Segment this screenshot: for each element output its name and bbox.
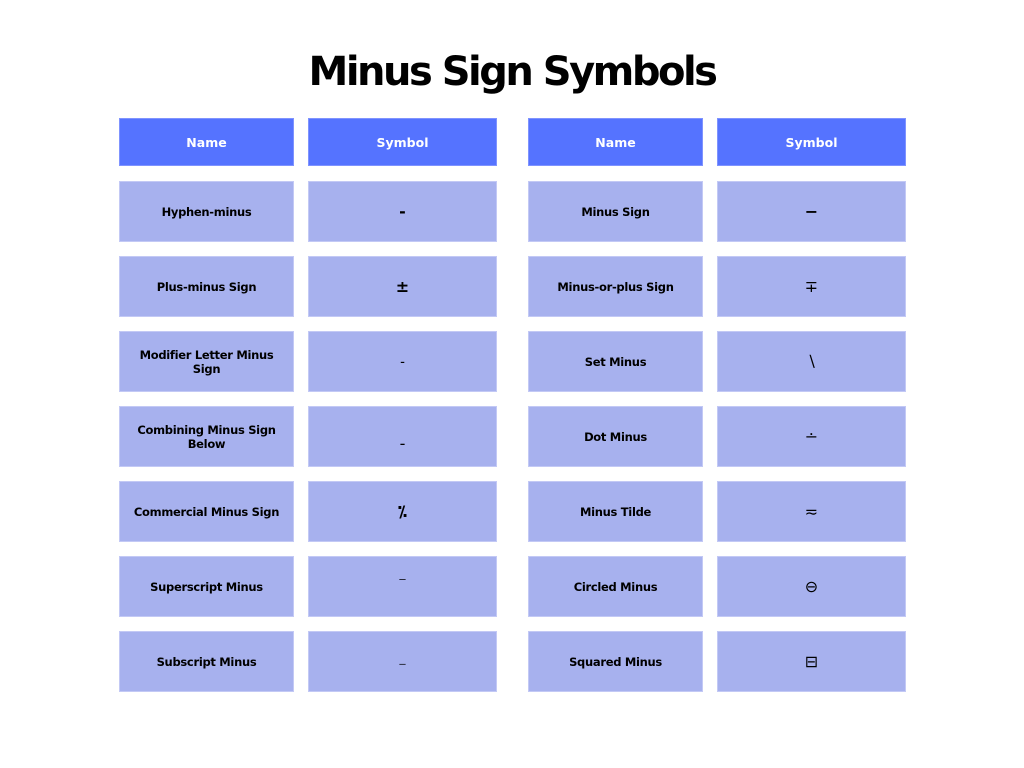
left-row-symbol: ˗	[308, 331, 497, 392]
right-row-name: Circled Minus	[528, 556, 703, 617]
right-row-name: Minus Sign	[528, 181, 703, 242]
left-row-name: Superscript Minus	[119, 556, 294, 617]
right-row-symbol: ∖	[717, 331, 906, 392]
left-row-name: Plus-minus Sign	[119, 256, 294, 317]
left-row-symbol: ⁒	[308, 481, 497, 542]
right-header-name: Name	[528, 118, 703, 166]
right-row-name: Minus Tilde	[528, 481, 703, 542]
left-row-symbol-text: ‑	[399, 434, 406, 453]
right-row-name: Minus-or-plus Sign	[528, 256, 703, 317]
right-row-symbol: ∓	[717, 256, 906, 317]
left-header-symbol: Symbol	[308, 118, 497, 166]
left-row-name: Combining Minus Sign Below	[119, 406, 294, 467]
right-row-symbol: −	[717, 181, 906, 242]
left-row-symbol: ⁻	[308, 556, 497, 617]
right-row-symbol: ∸	[717, 406, 906, 467]
left-row-name: Subscript Minus	[119, 631, 294, 692]
right-row-symbol: ⊖	[717, 556, 906, 617]
page-title: Minus Sign Symbols	[308, 49, 718, 95]
left-row-symbol: ±	[308, 256, 497, 317]
right-row-symbol: ≂	[717, 481, 906, 542]
right-row-symbol: ⊟	[717, 631, 906, 692]
left-row-symbol: ₋	[308, 631, 497, 692]
left-header-name: Name	[119, 118, 294, 166]
right-row-name: Squared Minus	[528, 631, 703, 692]
right-row-name: Dot Minus	[528, 406, 703, 467]
left-row-name: Hyphen-minus	[119, 181, 294, 242]
right-row-name: Set Minus	[528, 331, 703, 392]
left-row-symbol: ‑	[308, 406, 497, 467]
left-row-name: Modifier Letter Minus Sign	[119, 331, 294, 392]
left-row-symbol: -	[308, 181, 497, 242]
left-row-name: Commercial Minus Sign	[119, 481, 294, 542]
right-header-symbol: Symbol	[717, 118, 906, 166]
